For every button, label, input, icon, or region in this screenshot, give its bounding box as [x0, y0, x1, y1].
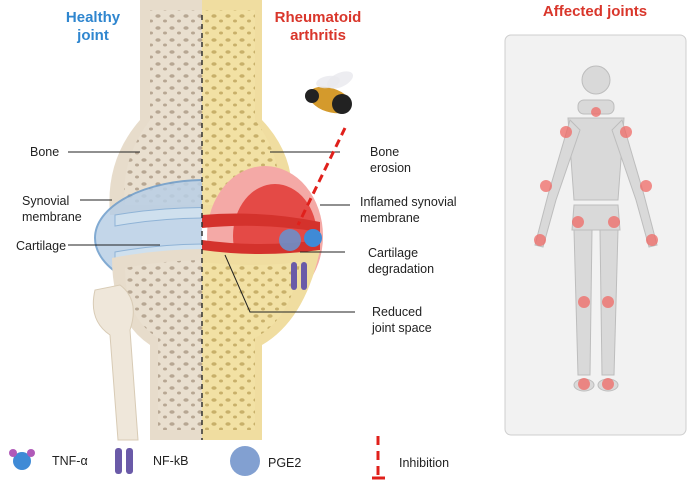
legend-tnf: TNF-α — [52, 454, 88, 468]
label-bone: Bone — [30, 145, 60, 159]
affected-joints-title: Affected joints — [542, 3, 648, 20]
ra-joint — [202, 0, 323, 440]
label-cartilage-degradation: Cartilage degradation — [368, 246, 435, 276]
label-cartilage: Cartilage — [16, 239, 67, 253]
legend-inhibition: Inhibition — [399, 456, 450, 470]
nfkb-icon — [115, 448, 133, 474]
inhibition-icon — [372, 436, 385, 480]
ra-title: Rheumatoid arthritis — [274, 9, 362, 44]
legend-pge2: PGE2 — [268, 456, 302, 470]
bee-icon — [305, 71, 354, 114]
body-figure-panel — [504, 34, 687, 436]
legend-nfkb: NF-kB — [153, 454, 189, 468]
label-bone-erosion: Bone erosion — [370, 145, 411, 175]
healthy-joint-title: Healthy joint — [65, 9, 121, 44]
label-inflamed-synovial: Inflamed synovial membrane — [360, 195, 457, 225]
healthy-joint — [92, 0, 202, 441]
label-synovial-membrane: Synovial membrane — [22, 194, 82, 224]
tnf-icon — [9, 449, 35, 470]
label-reduced-joint-space: Reduced joint space — [372, 305, 432, 335]
joint-inflammation-markers — [534, 107, 658, 390]
pge2-icon — [230, 446, 260, 476]
